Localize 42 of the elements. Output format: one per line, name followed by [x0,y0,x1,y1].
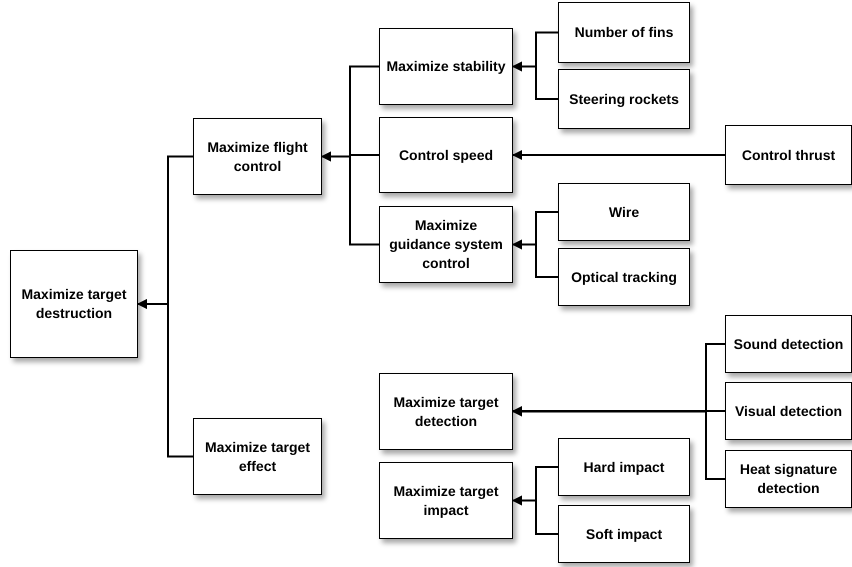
goal-box [379,206,513,283]
goal-label: Maximize target effect [204,438,312,476]
goal-box [10,250,138,358]
goal-label: Wire [608,202,640,222]
goal-label: Control thrust [740,146,836,164]
goal-box [558,248,690,306]
goal-box [379,117,513,193]
connector-arrow [512,496,558,535]
goal-label: Hard impact [582,458,666,476]
goal-label: Maximize guidance system control [388,216,504,273]
goal-label: Number of fins [574,23,674,42]
goal-label: Maximize target impact [392,482,500,520]
goal-box [558,183,690,241]
goal-box [725,450,852,508]
goal-box [379,462,513,539]
goal-label: Visual detection [734,402,844,420]
goal-box [379,28,513,105]
goal-box [558,69,690,129]
goal-box [725,315,852,373]
connector-arrow [321,152,379,246]
goal-label: Maximize target detection [392,392,500,430]
goal-box [379,373,513,450]
goal-label: Optical tracking [570,268,678,286]
goal-label: Soft impact [584,524,664,544]
goal-label: Steering rockets [568,90,680,108]
goal-label: Maximize target destruction [20,285,128,323]
goal-box [558,2,690,63]
connector-arrow [137,299,193,458]
goal-label: Maximize stability [385,57,507,76]
connector-arrow [512,240,558,278]
connector-arrow [512,62,558,100]
connector-arrow [512,150,725,160]
goal-box [193,118,322,195]
goal-box [558,505,690,563]
goal-label: Control speed [398,146,494,164]
goal-box [725,125,852,185]
goal-box [193,418,322,495]
goal-label: Sound detection [732,334,844,354]
goal-box [725,382,852,440]
goal-label: Heat signature detection [738,460,838,498]
goal-box [558,438,690,496]
goal-label: Maximize flight control [206,138,309,176]
